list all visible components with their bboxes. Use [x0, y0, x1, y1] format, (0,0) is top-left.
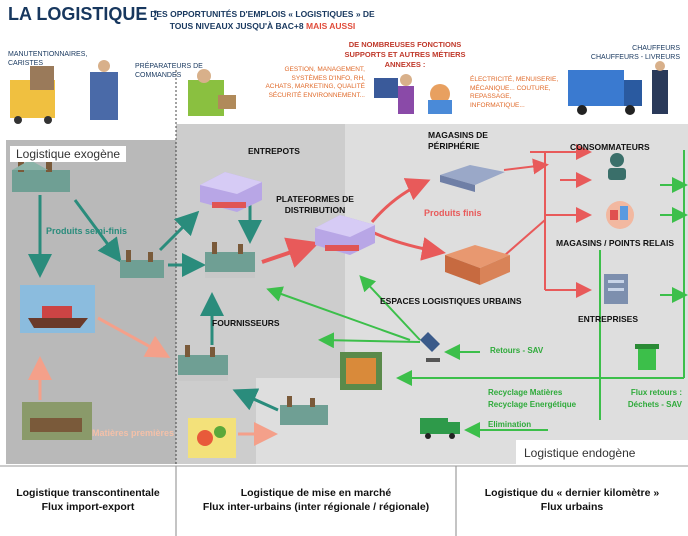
arrow-to-espaces — [371, 230, 446, 261]
footer-col1-line2: Flux import-export — [41, 501, 135, 513]
flow-elimination: Elimination — [488, 420, 532, 429]
job-fonctions: GESTION, MANAGEMENT, SYSTÈMES D'INFO, RH… — [265, 66, 365, 99]
worker-icon — [90, 60, 118, 120]
region-endogene-title: Logistique endogène — [524, 446, 636, 460]
arrow-bottom-to-fournisseur — [232, 388, 279, 412]
job-nombreuses: DE NOMBREUSES FONCTIONS SUPPORTS ET AUTR… — [344, 40, 466, 69]
tools-icon — [420, 332, 440, 362]
factory-icon-fournisseur2 — [178, 345, 228, 381]
factory-icon-semi — [120, 250, 164, 278]
footer-col3: Logistique du « dernier kilomètre » Flux… — [456, 486, 688, 514]
arrow-to-plateforme — [261, 237, 320, 268]
page-subtitle: DES OPPORTUNITÉS D'EMPLOIS « LOGISTIQUES… — [145, 8, 380, 32]
arrow-to-factory — [73, 199, 122, 263]
shop-icon — [606, 201, 634, 229]
arrow-ship-to-factory — [97, 316, 171, 358]
driver-icon — [652, 61, 668, 114]
footer-col3-line1: Logistique du « dernier kilomètre » — [484, 487, 660, 499]
node-plateformes: PLATEFORMES DE DISTRIBUTION — [276, 194, 354, 215]
delivery-truck-icon — [568, 70, 642, 115]
flow-produits-semi-finis: Produits semi-finis — [46, 226, 128, 236]
forklift-icon — [10, 66, 55, 124]
truck-icon-small — [420, 418, 460, 439]
footer-col3-line2: Flux urbains — [540, 501, 604, 513]
warehouse-icon-espaces — [445, 245, 510, 285]
arrow-to-entrepots — [158, 210, 200, 252]
job-chauffeurs: CHAUFFEURS CHAUFFEURS - LIVREURS — [590, 45, 680, 61]
factory-icon-bottom — [280, 396, 328, 425]
fruits-icon — [188, 418, 236, 458]
footer-col2-line2: Flux inter-urbains (inter régionale / ré… — [202, 501, 430, 513]
flow-recyclage-matieres: Recyclage Matières — [488, 388, 563, 397]
footer-col2: Logistique de mise en marché Flux inter-… — [176, 486, 456, 514]
node-magasins-relais: MAGASINS / POINTS RELAIS — [556, 238, 675, 248]
ship-icon — [20, 285, 95, 333]
region-exogene-title: Logistique exogène — [10, 146, 127, 162]
job-preparateurs: PRÉPARATEURS DE COMMANDES — [135, 63, 203, 79]
subtitle-accent: MAIS AUSSI — [305, 21, 356, 31]
arrow-peripherie-to-conso — [503, 158, 549, 175]
page-title: LA LOGISTIQUE : — [8, 4, 159, 24]
trash-icon — [635, 344, 659, 370]
flow-matieres-premieres: Matières premières — [92, 428, 175, 438]
node-magasins-peripherie: MAGASINS DE PÉRIPHÉRIE — [428, 130, 488, 151]
flow-retours-sav: Retours - SAV — [490, 346, 544, 355]
factory-icon-fournisseur1 — [205, 242, 255, 278]
flow-recyclage-energetique: Recyclage Energétique — [488, 400, 577, 409]
flow-dechets-sav: Déchets - SAV — [627, 400, 682, 409]
flow-retours-label: Flux retours : — [630, 388, 682, 397]
warehouse-icon-entrepots — [200, 172, 262, 212]
store-icon-peripherie — [440, 165, 505, 192]
arrow-to-magasins — [370, 178, 431, 223]
node-fournisseurs: FOURNISSEURS — [212, 318, 280, 328]
consumer-icon — [608, 153, 626, 180]
building-icon — [604, 274, 628, 304]
node-entrepots: ENTREPOTS — [248, 146, 300, 156]
footer-col1: Logistique transcontinentale Flux import… — [0, 486, 176, 514]
node-entreprises: ENTREPRISES — [578, 314, 638, 324]
warehouse-icon-plateforme — [315, 215, 375, 255]
preparer-icon — [188, 69, 236, 116]
recycling-icon — [340, 352, 382, 390]
computer-worker-icon — [374, 74, 414, 114]
node-espaces: ESPACES LOGISTIQUES URBAINS — [380, 296, 522, 306]
node-consommateurs: CONSOMMATEURS — [570, 142, 650, 152]
factory-icon-exogene — [12, 160, 70, 192]
job-metiers: ÉLECTRICITÉ, MENUISERIE, MÉCANIQUE... CO… — [470, 76, 559, 109]
flow-produits-finis: Produits finis — [424, 208, 482, 218]
footer-col2-line1: Logistique de mise en marché — [240, 487, 392, 499]
technician-icon — [428, 84, 452, 114]
footer-col1-line1: Logistique transcontinentale — [16, 487, 160, 499]
job-manutentionnaires: MANUTENTIONNAIRES, CARISTES — [8, 51, 88, 67]
subtitle-main: DES OPPORTUNITÉS D'EMPLOIS « LOGISTIQUES… — [150, 9, 375, 31]
logs-icon — [22, 402, 92, 440]
